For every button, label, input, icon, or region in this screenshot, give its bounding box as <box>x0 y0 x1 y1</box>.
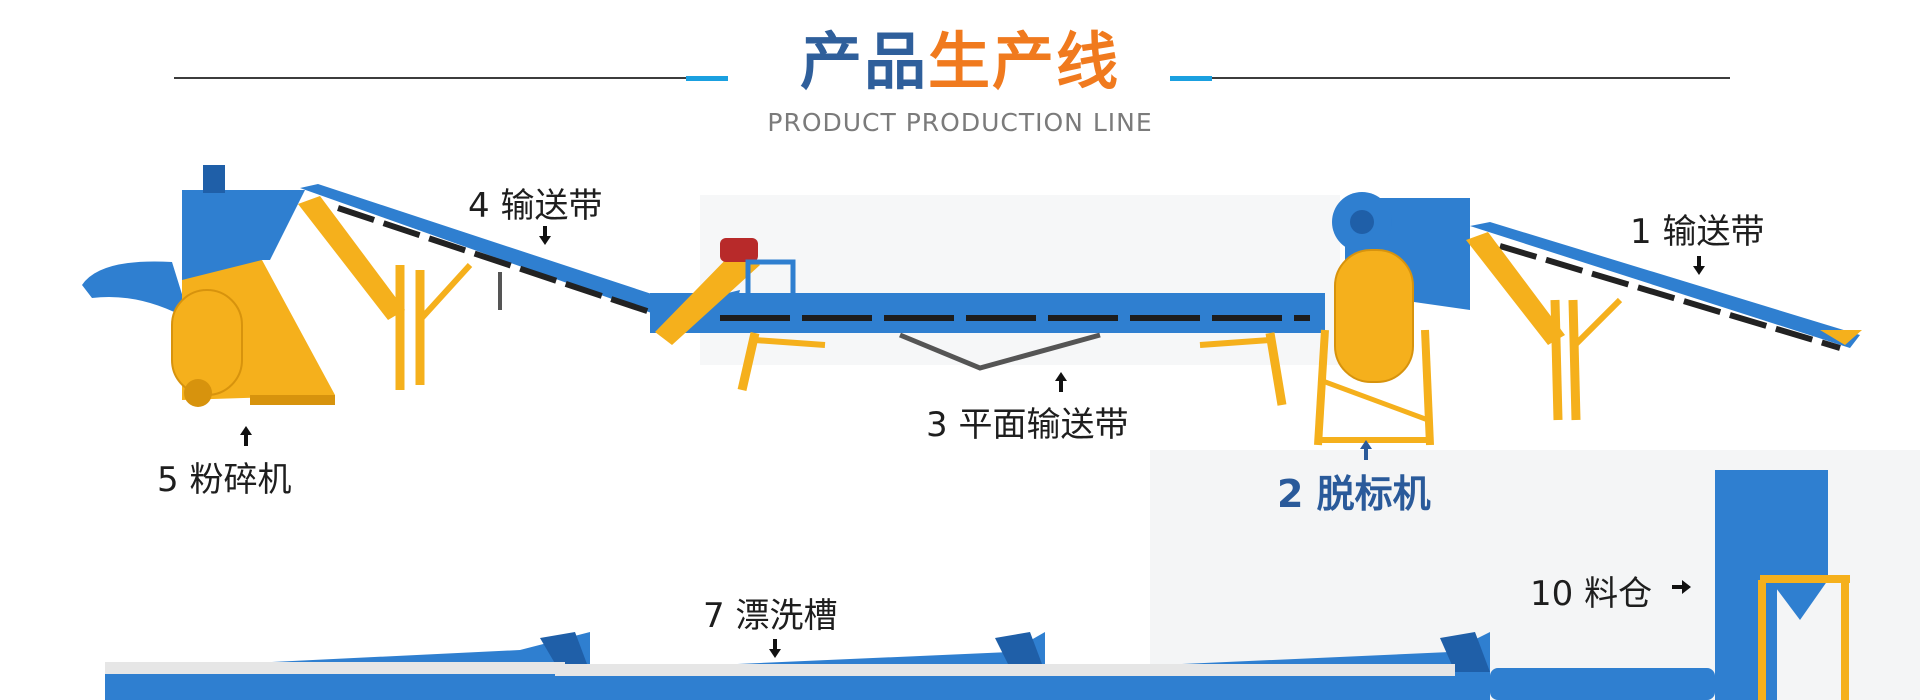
photo-background <box>700 195 1340 365</box>
delabeler-machine <box>1314 192 1470 446</box>
label-crusher-5: 5 粉碎机 <box>157 460 292 500</box>
conveyor-3-machine <box>650 238 1325 406</box>
label-conveyor-1: 1 输送带 <box>1630 212 1765 252</box>
label-conveyor-4: 4 输送带 <box>468 186 603 226</box>
arrow-down-icon <box>769 639 781 658</box>
label-flat-conveyor-3: 3 平面输送带 <box>926 405 1129 445</box>
header-rule-left <box>174 77 686 79</box>
arrow-up-icon <box>240 426 252 446</box>
arrow-up-icon <box>1360 440 1372 460</box>
title-blue-part: 产品 <box>799 25 928 98</box>
silo-machine <box>1490 470 1850 700</box>
label-delabeler-2: 2 脱标机 <box>1277 472 1431 516</box>
rinse-tank-row <box>105 632 1490 700</box>
arrow-up-icon <box>1055 372 1067 392</box>
label-rinse-tank-7: 7 漂洗槽 <box>703 596 838 636</box>
title-orange-part: 生产线 <box>928 25 1121 98</box>
header-accent-left <box>686 76 728 81</box>
header-accent-right <box>1170 76 1212 81</box>
arrow-down-icon <box>539 226 551 245</box>
conveyor-4-machine <box>298 184 670 390</box>
label-silo-10: 10 料仓 <box>1530 574 1653 614</box>
page-title: 产品生产线 <box>0 22 1920 102</box>
arrow-right-icon <box>1672 580 1691 594</box>
header-rule-right <box>1212 77 1730 79</box>
page-subtitle: PRODUCT PRODUCTION LINE <box>767 108 1153 137</box>
arrow-down-icon <box>1693 256 1705 275</box>
crusher-machine <box>82 165 335 407</box>
conveyor-1-machine <box>1466 222 1862 421</box>
